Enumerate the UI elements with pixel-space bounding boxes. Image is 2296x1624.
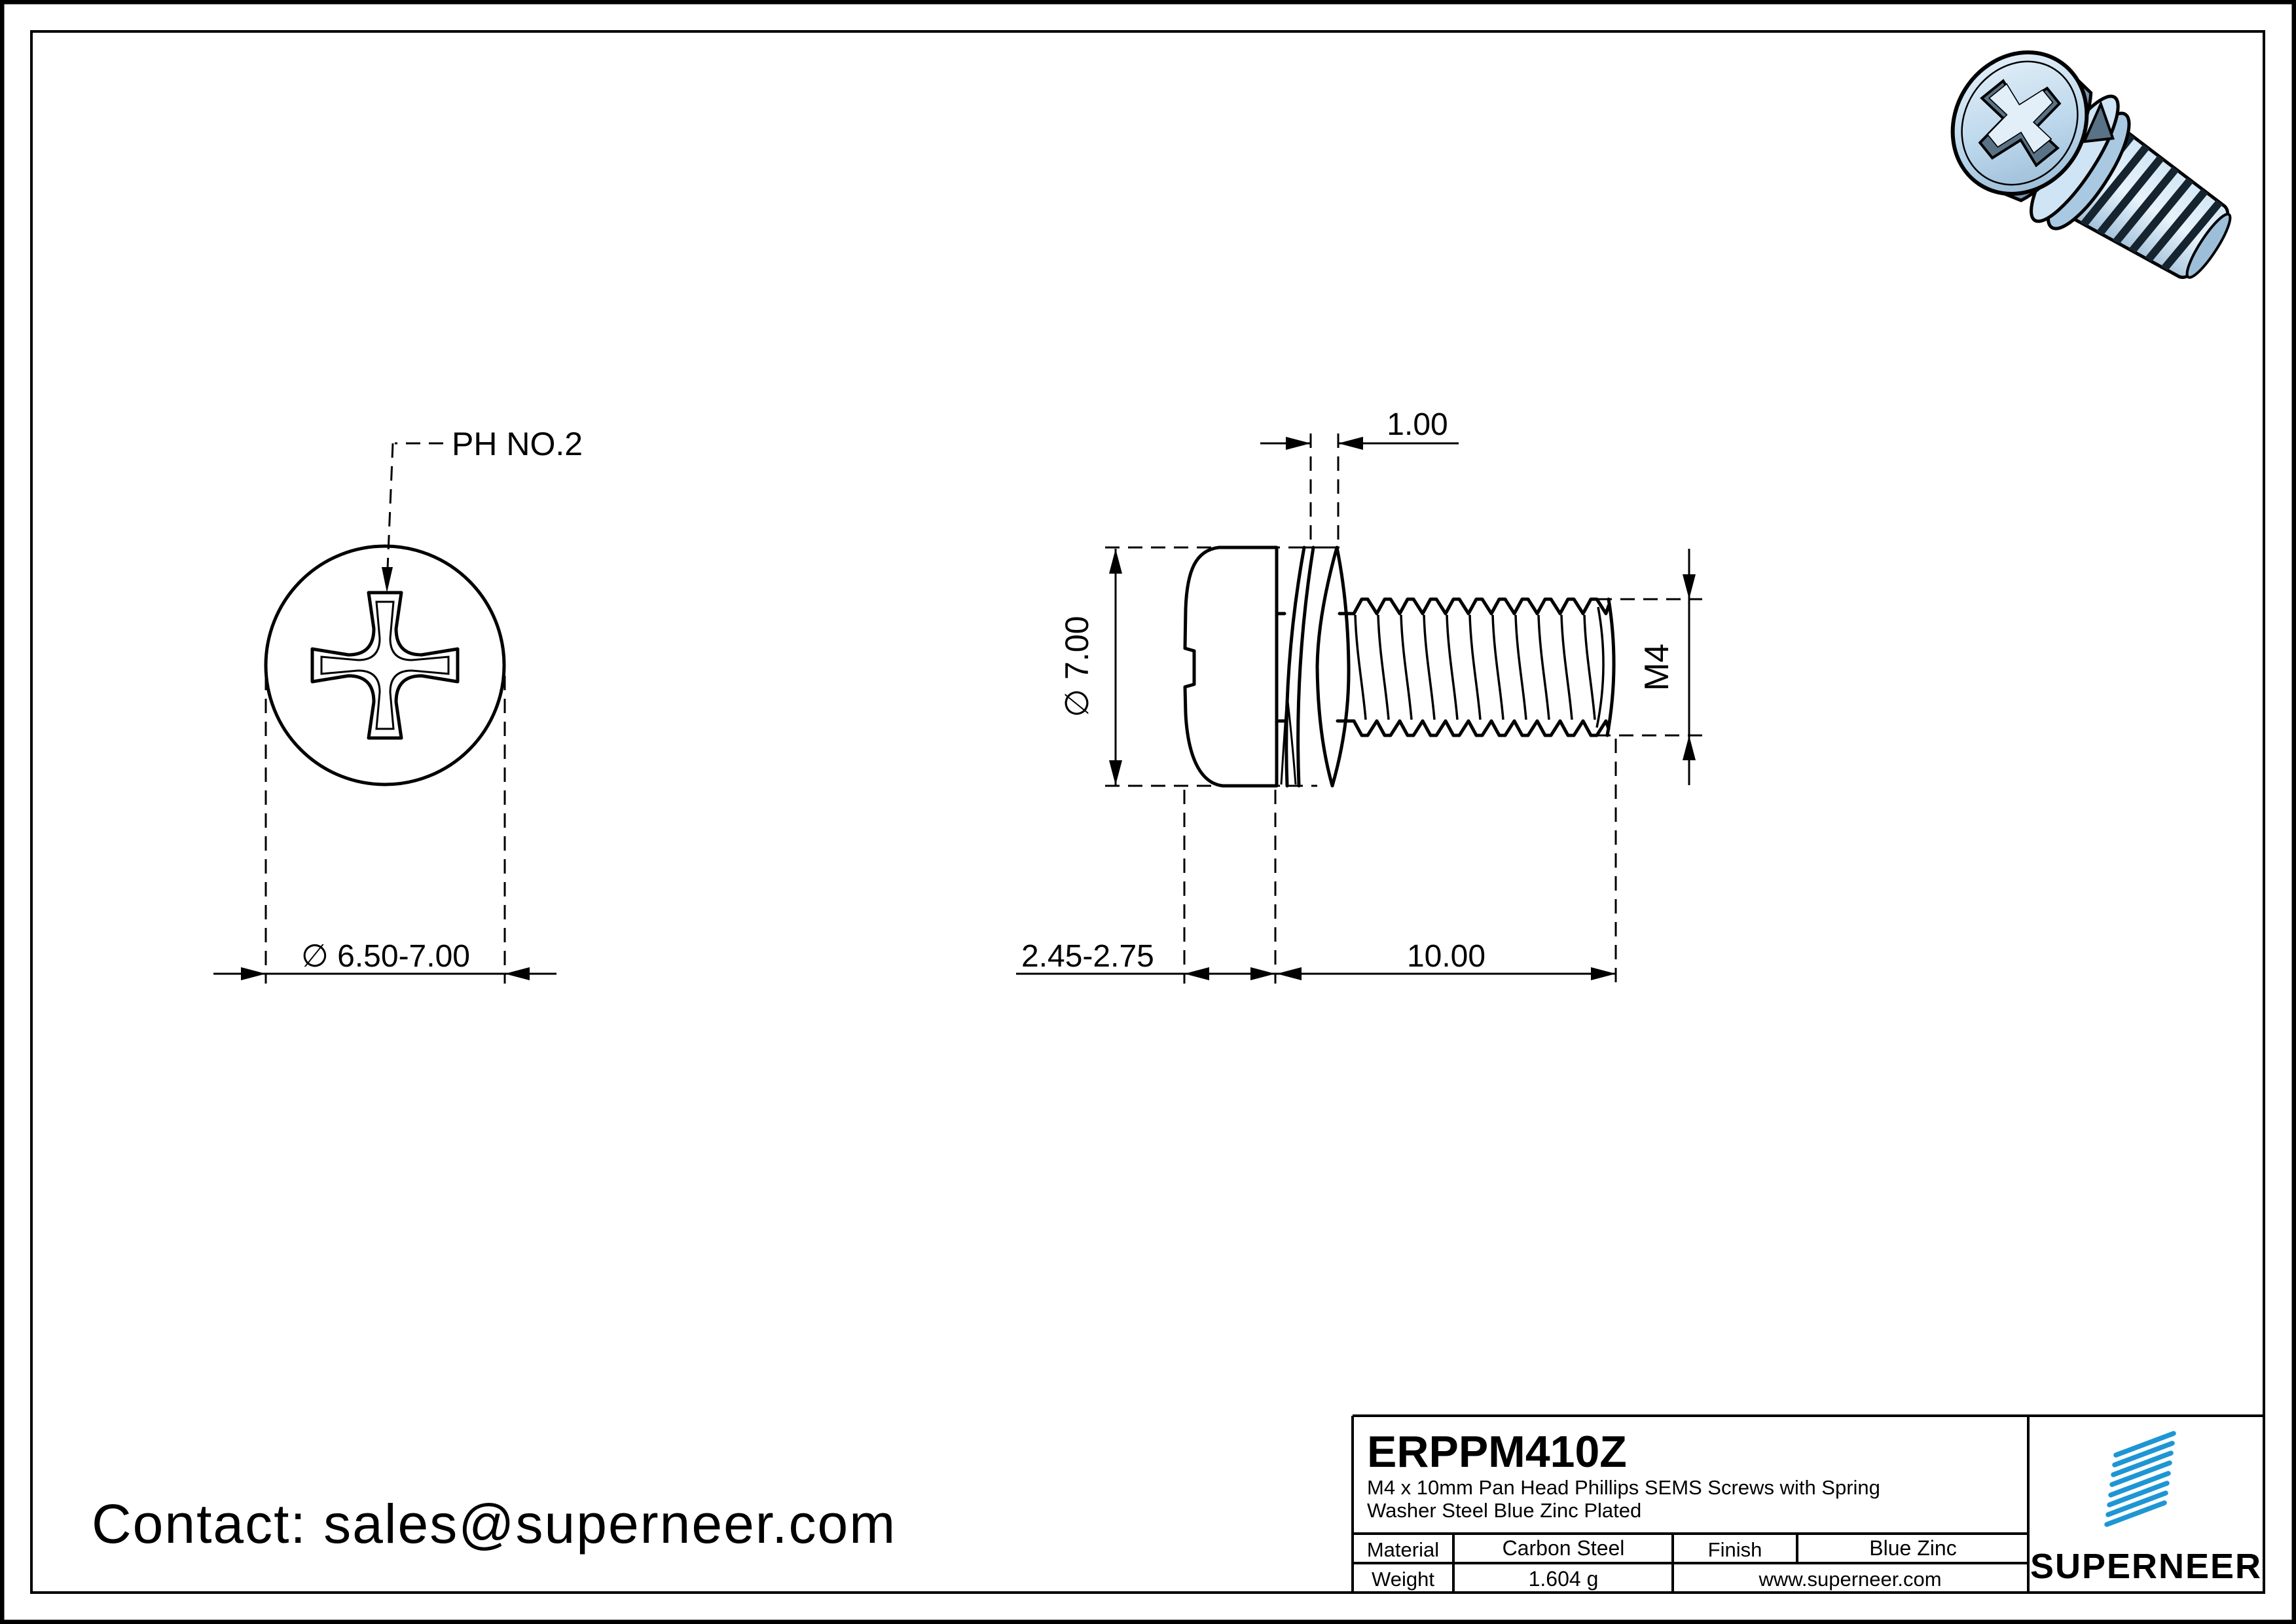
washer-split-line-a [1280, 695, 1288, 785]
thread-length-arrow-left [1277, 967, 1302, 980]
head-diameter-ext-lines [1105, 546, 1317, 787]
head-height-range-label: 2.45-2.75 [1021, 939, 1154, 974]
bottom-ext-lines [1183, 739, 1617, 984]
top-view: PH NO.2 ∅ 6.50-7.00 [213, 426, 583, 984]
phillips-recess-3d [1978, 79, 2062, 168]
leader-vertical [386, 443, 394, 569]
phillips-recess-outer [310, 591, 460, 740]
description-line2: Washer Steel Blue Zinc Plated [1367, 1499, 1641, 1522]
washer-front-leaf [1315, 545, 1351, 788]
thread-bottom-silhouette [1352, 719, 1611, 737]
thread-arrow-top [1683, 574, 1696, 599]
finish-value: Blue Zinc [1869, 1536, 1956, 1560]
washer-ext-lines [1309, 434, 1339, 544]
thread-end-chamfer [1595, 606, 1605, 728]
contact-text: Contact: sales@superneer.com [92, 1493, 896, 1555]
dim-arrow-right [505, 967, 530, 980]
thread-top-silhouette [1352, 597, 1611, 616]
title-block-column-lines [1452, 1534, 1798, 1593]
washer-thickness-label: 1.00 [1387, 407, 1448, 442]
head-height-arrow-left [1184, 967, 1209, 980]
head-dia-arrow-bottom [1109, 760, 1122, 785]
website-link[interactable]: www.superneer.com [1758, 1568, 1941, 1591]
title-block-row-lines [1353, 1532, 2028, 1564]
thread-spec-label: M4 [1638, 644, 1676, 691]
head-diameter-label: ∅ 7.00 [1059, 616, 1095, 718]
screw-3d-render [1950, 50, 2232, 279]
side-view: 1.00 ∅ 7.00 M4 2.45-2.75 10.00 [1016, 407, 1702, 984]
weight-value: 1.604 g [1529, 1567, 1599, 1591]
finish-label: Finish [1708, 1538, 1762, 1561]
washer-arrow-right [1338, 437, 1363, 450]
washer-back-inner-edge [1296, 545, 1315, 788]
leader-arrowhead [382, 567, 393, 593]
thread-length-arrow-right [1591, 967, 1616, 980]
head-outline-circle [264, 544, 506, 786]
washer-split-line-b [1286, 695, 1297, 785]
brand-name: SUPERNEER [2030, 1547, 2262, 1586]
washer-back-edge [1285, 545, 1306, 788]
thread-end-edge [1605, 597, 1616, 737]
phillips-recess-inner [320, 600, 450, 730]
superneer-logo-icon [2104, 1431, 2176, 1527]
thread-ext-lines [1596, 598, 1702, 737]
part-number: ERPPM410Z [1367, 1427, 1627, 1477]
title-block: ERPPM410Z M4 x 10mm Pan Head Phillips SE… [1351, 1414, 2264, 1593]
thread-flank-lines [1354, 614, 1596, 720]
material-value: Carbon Steel [1503, 1536, 1625, 1560]
weight-label: Weight [1372, 1568, 1434, 1591]
washer-arrow-left [1286, 437, 1311, 450]
description-line1: M4 x 10mm Pan Head Phillips SEMS Screws … [1367, 1476, 1880, 1499]
head-diameter-range-label: ∅ 6.50-7.00 [301, 939, 470, 974]
shaft-tip-3d [2185, 213, 2232, 279]
shank-lines [1275, 612, 1356, 723]
head-face-rim-3d [1961, 60, 2079, 186]
drawing-frame [30, 30, 2265, 1594]
drive-label: PH NO.2 [452, 426, 583, 462]
thread-arrow-bottom [1683, 735, 1696, 760]
head-dia-arrow-top [1109, 549, 1122, 574]
thread-length-label: 10.00 [1407, 939, 1485, 974]
washer-split-notch-3d [2082, 100, 2115, 143]
head-height-arrow-right [1250, 967, 1275, 980]
dim-arrow-left [241, 967, 266, 980]
pan-head-profile [1183, 545, 1279, 788]
material-label: Material [1367, 1538, 1439, 1561]
